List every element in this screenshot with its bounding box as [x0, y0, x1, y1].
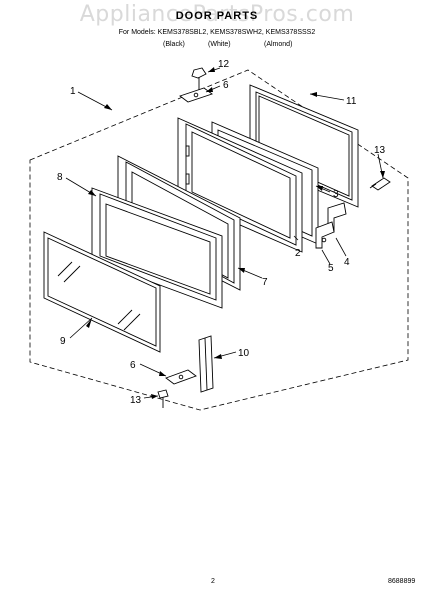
callout-9: 9	[60, 336, 66, 347]
callout-2: 2	[295, 248, 301, 259]
callout-11: 11	[346, 96, 357, 107]
callout-8: 8	[57, 172, 63, 183]
callout-1: 1	[70, 86, 76, 97]
watermark: AppliancePartsPros.com	[79, 2, 355, 27]
callout-3: 3	[333, 189, 339, 200]
variant-white: (White)	[208, 41, 231, 48]
model-list: For Models: KEMS378SBL2, KEMS378SWH2, KE…	[118, 29, 316, 36]
part-6-hinge-top	[179, 87, 213, 103]
page-title: DOOR PARTS	[175, 10, 259, 22]
callout-7: 7	[262, 277, 268, 288]
leader-arrowheads	[86, 67, 385, 399]
callout-10: 10	[238, 348, 250, 359]
part-9-glass-panel	[43, 231, 161, 353]
variant-black: (Black)	[163, 41, 185, 48]
callout-4: 4	[344, 257, 350, 268]
callout-6-bottom: 6	[130, 360, 136, 371]
document-code: 8688899	[388, 578, 416, 585]
part-2-door-liner	[177, 117, 303, 253]
part-11-door-frame	[249, 84, 359, 208]
page-number: 2	[211, 578, 215, 585]
callout-12: 12	[218, 59, 230, 70]
part-8-front-frame	[91, 187, 223, 309]
part-10-handle	[198, 335, 214, 393]
part-5-latch	[315, 221, 335, 249]
assembly-outline	[29, 69, 409, 411]
part-13-screw-bottom	[157, 389, 169, 408]
callout-5: 5	[328, 263, 334, 274]
part-6-hinge-bottom	[165, 369, 197, 385]
callout-6-top: 6	[223, 80, 229, 91]
variant-almond: (Almond)	[264, 41, 293, 48]
part-13-screw-right	[369, 177, 391, 191]
callout-13-right: 13	[374, 145, 386, 156]
callout-13-bottom: 13	[130, 395, 142, 406]
